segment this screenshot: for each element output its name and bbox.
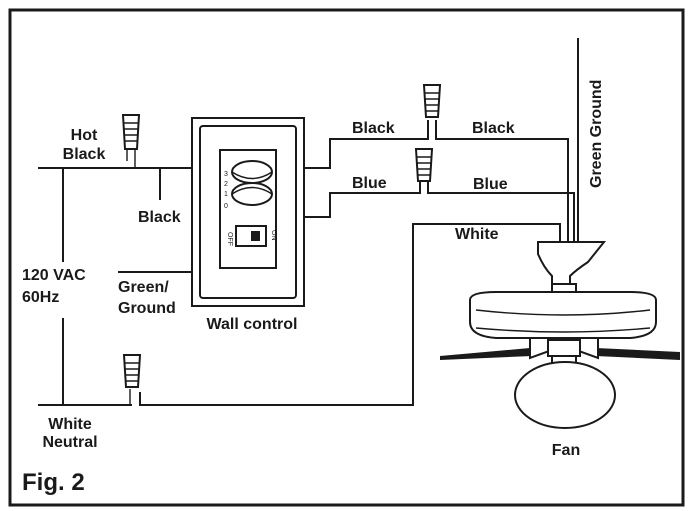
wire-nut-icon [414, 148, 434, 182]
blue-wire-fan [427, 180, 575, 242]
figure-label: Fig. 2 [22, 469, 85, 496]
speed-mark: 0 [224, 203, 228, 210]
black-hot-label: Black [63, 146, 106, 163]
green-ground-label-line1: Green/ [118, 279, 169, 296]
blue-wire-label-right: Blue [473, 176, 508, 193]
wall-control-label: Wall control [207, 316, 298, 333]
green-ground-label-line2: Ground [118, 300, 176, 317]
frequency-label: 60Hz [22, 289, 59, 306]
white-label: White [48, 416, 92, 433]
white-wire-label: White [455, 226, 499, 243]
power-switch-icon [235, 225, 267, 247]
switch-off-mark: OFF [226, 232, 233, 246]
wires [38, 38, 579, 406]
black-wire-label-left: Black [352, 120, 395, 137]
hot-label: Hot [71, 127, 98, 144]
wire-nut-icon [122, 354, 142, 405]
neutral-label: Neutral [42, 434, 97, 451]
black-junction-label: Black [138, 209, 181, 226]
blue-wire-label-left: Blue [352, 175, 387, 192]
wire-nut-icon [422, 84, 442, 118]
ceiling-fan-icon [440, 241, 680, 429]
black-wire-label-right: Black [472, 120, 515, 137]
switch-on-mark: ON [270, 230, 277, 241]
wall-control: 3 2 1 0 OFF ON [191, 117, 305, 307]
speed-knob-icon [231, 160, 273, 206]
voltage-label: 120 VAC [22, 267, 86, 284]
black-wire-fan [435, 120, 569, 242]
figure-frame [8, 8, 685, 507]
neutral-wire-right [139, 223, 561, 406]
fan-label: Fan [552, 442, 580, 459]
wire-nut-icon [121, 114, 141, 169]
speed-mark: 2 [224, 181, 228, 188]
green-ground-vertical-label: Green Ground [588, 80, 605, 188]
speed-mark: 1 [224, 191, 228, 198]
speed-mark: 3 [224, 171, 228, 178]
blue-wire-control [303, 180, 421, 218]
black-wire-control [303, 120, 429, 169]
